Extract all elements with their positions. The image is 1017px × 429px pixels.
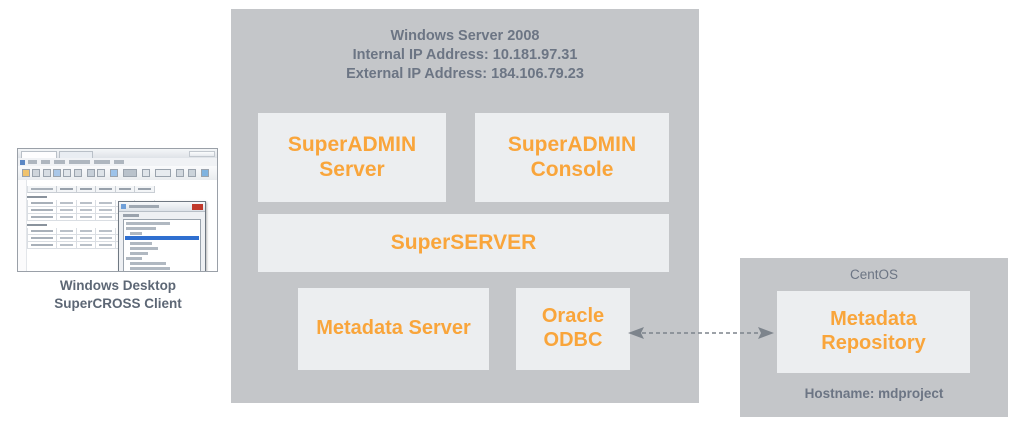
screenshot-app-icon	[20, 159, 25, 165]
screenshot-row-gutter	[18, 180, 27, 271]
toolbar-icon-paste	[74, 169, 82, 177]
component-metadata-server[interactable]: Metadata Server	[298, 288, 489, 370]
centos-hostname: Hostname: mdproject	[804, 386, 944, 401]
table-header-row	[27, 186, 155, 193]
toolbar-icon-run	[201, 169, 209, 177]
arrowhead-left-icon	[628, 327, 644, 339]
component-superadmin-console[interactable]: SuperADMIN Console	[475, 113, 669, 202]
list-item[interactable]	[126, 227, 156, 230]
toolbar-icon-open	[22, 169, 30, 177]
list-item[interactable]	[130, 242, 152, 245]
windows-server-title: Windows Server 2008 Internal IP Address:…	[346, 28, 584, 83]
supercross-client-screenshot	[17, 148, 218, 272]
screenshot-window-controls	[189, 151, 215, 157]
centos-title: CentOS	[849, 267, 899, 282]
dialog-field-label	[123, 214, 139, 217]
toolbar-icon-copy	[63, 169, 71, 177]
toolbar-icon-redo	[97, 169, 105, 177]
table-group-label	[27, 221, 155, 228]
toolbar-icon-chart	[123, 169, 137, 177]
screenshot-menu-view	[54, 160, 65, 164]
toolbar-icon-cut	[53, 169, 61, 177]
dialog-titlebar	[119, 202, 205, 212]
screenshot-window-tab-active	[21, 150, 57, 158]
toolbar-icon-filter	[142, 169, 150, 177]
list-item[interactable]	[130, 262, 166, 265]
table-group-label	[27, 193, 155, 200]
dialog-tree-list[interactable]	[123, 219, 201, 271]
centos-host: CentOS Metadata Repository Hostname: mdp…	[740, 258, 1008, 417]
toolbar-icon-table	[110, 169, 118, 177]
dialog-icon	[121, 204, 126, 209]
list-item[interactable]	[130, 247, 158, 250]
toolbar-icon-grid	[176, 169, 184, 177]
screenshot-workspace	[18, 180, 217, 271]
component-oracle-odbc[interactable]: Oracle ODBC	[516, 288, 630, 370]
screenshot-menu-help	[114, 160, 124, 164]
windows-server-host: Windows Server 2008 Internal IP Address:…	[231, 9, 699, 403]
toolbar-icon-print	[43, 169, 51, 177]
screenshot-window-tab	[59, 150, 93, 158]
screenshot-menu-edit	[41, 160, 50, 164]
screenshot-menu-file	[28, 160, 37, 164]
toolbar-icon-undo	[87, 169, 95, 177]
screenshot-menu-windows	[94, 160, 110, 164]
field-selection-dialog[interactable]	[118, 201, 206, 271]
component-superadmin-server[interactable]: SuperADMIN Server	[258, 113, 446, 202]
list-item-selected[interactable]	[125, 236, 199, 240]
arrowhead-right-icon	[758, 327, 774, 339]
screenshot-toolbar	[18, 166, 217, 181]
toolbar-icon-sort	[188, 169, 196, 177]
client-caption: Windows Desktop SuperCROSS Client	[54, 278, 182, 312]
component-metadata-repository[interactable]: Metadata Repository	[777, 291, 970, 373]
screenshot-menu-calculations	[69, 160, 90, 164]
list-item[interactable]	[126, 257, 142, 260]
list-item[interactable]	[130, 252, 148, 255]
dialog-title-text	[129, 205, 159, 208]
list-item[interactable]	[126, 222, 170, 225]
toolbar-icon-zoom	[155, 169, 171, 177]
component-superserver[interactable]: SuperSERVER	[258, 214, 669, 272]
list-item[interactable]	[130, 232, 142, 235]
close-icon[interactable]	[192, 203, 203, 210]
odbc-to-repository-connector	[628, 327, 774, 339]
list-item[interactable]	[130, 267, 170, 270]
toolbar-icon-save	[32, 169, 40, 177]
